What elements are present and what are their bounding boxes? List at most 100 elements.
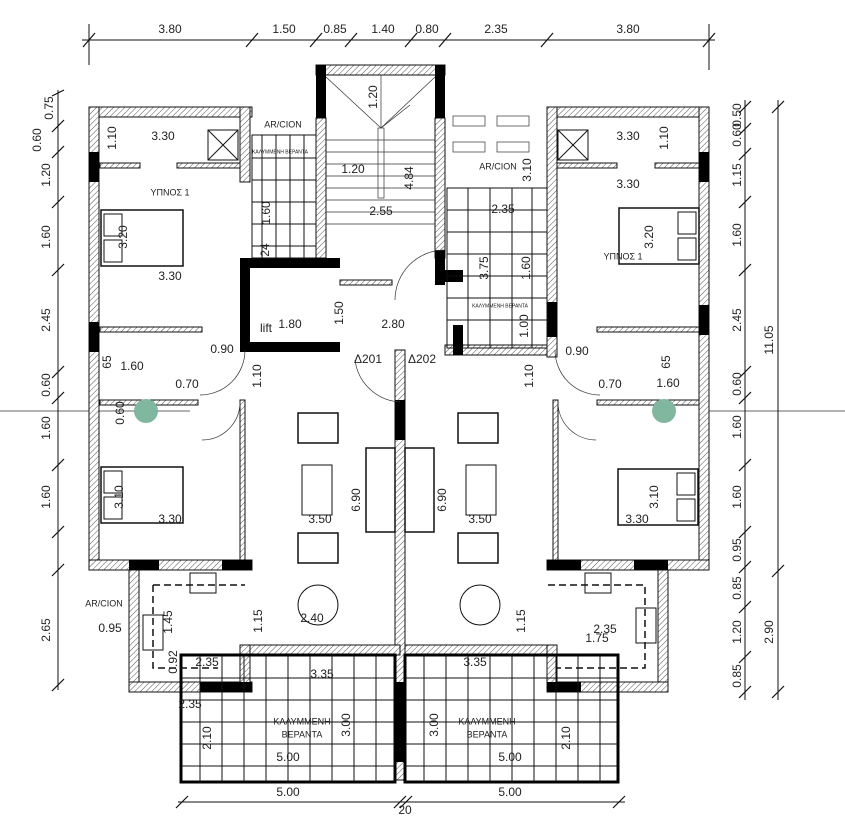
staircase: [325, 75, 436, 225]
dim-label: 5.00: [276, 750, 300, 764]
dim-label: 0.85: [730, 576, 744, 600]
dim-label: 2.10: [559, 726, 573, 750]
dim-label: 3.50: [468, 512, 492, 526]
room-label-bedroom: ΥΠΝΟΣ 1: [603, 251, 642, 261]
dim-label-overall: 11.05: [762, 325, 776, 354]
dim-label: 5.00: [498, 785, 522, 799]
bed-left: [100, 209, 184, 267]
dim-label: 0.60: [39, 373, 53, 397]
dim-label: 3.30: [616, 177, 640, 191]
dim-label: 0.85: [730, 664, 744, 688]
sofa-left: [365, 447, 396, 533]
dim-label: 3.00: [427, 713, 441, 737]
dim-label: 1.10: [250, 364, 264, 388]
dim-label: 1.60: [730, 485, 744, 509]
dim-label: 3.80: [158, 22, 182, 36]
marker-left: [134, 399, 158, 423]
dim-label: 1.60: [39, 225, 53, 249]
dimension-lines: [51, 24, 785, 809]
dim-label: 3.35: [463, 655, 487, 669]
room-label-aircon: AR/CION: [479, 161, 517, 171]
door-label: Δ202: [408, 352, 436, 366]
dim-label: 1.60: [259, 201, 273, 225]
dim-label: 0.85: [323, 22, 347, 36]
dim-label: 0.60: [730, 123, 744, 147]
room-label-lift: lift: [260, 321, 273, 335]
dim-label-overall: 2.90: [762, 620, 776, 644]
bed-right: [618, 207, 700, 265]
furniture: [100, 129, 700, 669]
dim-label: 1.60: [120, 359, 144, 373]
dim-label: 2.40: [300, 611, 324, 625]
dim-label: 3.10: [647, 485, 661, 509]
dim-label: 6.90: [435, 488, 449, 512]
dining-table-left: [297, 584, 339, 626]
dim-label: 0.60: [730, 372, 744, 396]
dim-label: 2.45: [39, 308, 53, 332]
dim-label: 3.35: [310, 667, 334, 681]
dim-label: 3.30: [158, 512, 182, 526]
dim-label: 1.20: [366, 85, 380, 109]
top-dimensions: 3.80 1.50 0.85 1.40 0.80 2.35 3.80: [158, 22, 640, 36]
sofa-right: [404, 447, 435, 533]
dim-label: 1.80: [278, 317, 302, 331]
dim-label: 1.50: [272, 22, 296, 36]
dim-label: 3.10: [112, 485, 126, 509]
dim-label: 2.80: [381, 317, 405, 331]
dim-label: 2.35: [484, 22, 508, 36]
bottom-dimensions: 5.00 5.00 20: [276, 785, 522, 817]
dim-label: 2.10: [200, 726, 214, 750]
dim-label: 3.80: [616, 22, 640, 36]
marker-right: [652, 399, 676, 423]
dim-label: 2.55: [369, 204, 393, 218]
dim-label: 3.30: [616, 129, 640, 143]
dim-label: 3.30: [151, 129, 175, 143]
small-veranda-left-grid: [251, 134, 317, 259]
dim-label: 2.35: [593, 622, 617, 636]
dim-label: 3.30: [158, 269, 182, 283]
dim-label: 3.20: [642, 225, 656, 249]
dim-label: 6.90: [349, 488, 363, 512]
dim-label: 0.95: [730, 538, 744, 562]
dim-label: 1.60: [39, 485, 53, 509]
dining-table-right: [459, 584, 501, 626]
dim-label: 0.70: [175, 377, 199, 391]
dim-label: 1.60: [39, 416, 53, 440]
dim-label: 0.75: [42, 96, 56, 120]
dim-label: 65: [100, 355, 114, 369]
dim-label: 1.15: [730, 163, 744, 187]
dim-label: 2.65: [39, 618, 53, 642]
shower-right: [557, 129, 589, 161]
right-dimensions: 0.50 0.60 1.15 1.60 2.45 0.60 1.60 1.60 …: [730, 103, 776, 688]
columns: [89, 65, 709, 762]
room-label-veranda: ΚΑΛΥΜΜΕΝΗ ΒΕΡΑΝΤΑ: [252, 149, 309, 155]
dim-label: 3.10: [520, 158, 534, 182]
dim-label: 3.20: [116, 225, 130, 249]
room-label-aircon: AR/CION: [264, 119, 302, 129]
room-label-veranda: ΚΑΛΥΜΜΕΝΗ ΒΕΡΑΝΤΑ: [472, 303, 529, 309]
dim-label: 1.20: [39, 163, 53, 187]
dim-label: 0.60: [113, 401, 127, 425]
dim-label: 1.15: [251, 609, 265, 633]
dim-label: 1.50: [332, 301, 346, 325]
dim-label: 1.20: [730, 620, 744, 644]
dim-label: 2.35: [491, 202, 515, 216]
dim-label: 2.35: [195, 655, 219, 669]
dim-label: 0.92: [166, 650, 180, 674]
dim-label: 1.60: [730, 415, 744, 439]
dim-label: 0.60: [30, 128, 44, 152]
dim-label: 3.00: [339, 713, 353, 737]
dim-label: 2.45: [730, 308, 744, 332]
dim-label: 1.10: [522, 364, 536, 388]
left-dimensions: 0.75 0.60 1.20 1.60 2.45 0.60 1.60 1.60 …: [30, 96, 56, 642]
room-label-veranda: ΚΑΛΥΜΜΕΝΗ: [458, 716, 515, 726]
veranda-left: [179, 653, 397, 784]
dim-label: 5.00: [276, 785, 300, 799]
shower-left: [207, 129, 239, 161]
dim-label: 1.75: [585, 631, 609, 645]
dim-label: 0.95: [98, 621, 122, 635]
dim-label: 24: [258, 243, 272, 257]
dim-label: 1.60: [730, 223, 744, 247]
room-label-veranda: ΚΑΛΥΜΜΕΝΗ: [273, 716, 330, 726]
